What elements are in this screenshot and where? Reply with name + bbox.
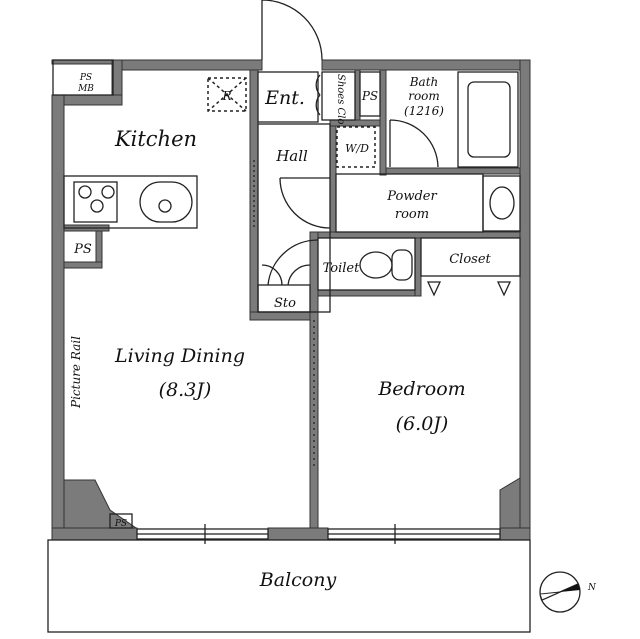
label-living-dining: Living Dining: [114, 345, 245, 367]
label-powder-2: room: [395, 207, 429, 222]
sink-icon: [139, 181, 193, 223]
label-living-size: (8.3J): [159, 379, 212, 401]
compass-icon: N: [539, 571, 597, 613]
label-bath-1: Bath: [409, 75, 439, 89]
compass-north-label: N: [587, 583, 597, 593]
bath-door: [389, 119, 439, 168]
doors: [253, 0, 439, 470]
label-washer: W/D: [345, 142, 369, 155]
label-balcony: Balcony: [259, 569, 337, 591]
label-closet: Closet: [449, 252, 491, 267]
toilet-icon: [359, 251, 393, 279]
stove-icon: [73, 181, 118, 223]
label-ps-mb-1: PS: [79, 73, 92, 83]
label-kitchen: Kitchen: [114, 127, 197, 151]
label-storage: Sto: [274, 296, 296, 311]
label-bath-3: (1216): [404, 104, 444, 118]
label-ps-mb-2: MB: [77, 84, 94, 94]
label-toilet: Toilet: [323, 261, 360, 276]
label-bath-2: room: [408, 89, 440, 103]
label-ps-top: PS: [361, 89, 378, 103]
balcony-area: [47, 539, 531, 633]
label-picture-rail: Picture Rail: [69, 336, 83, 409]
entrance-door: [261, 0, 323, 61]
fixtures: [52, 59, 521, 313]
refrigerator-space: [207, 77, 247, 112]
label-hall: Hall: [275, 147, 308, 165]
windows: [47, 513, 531, 633]
label-ps-bottom: PS: [114, 519, 127, 529]
label-bedroom: Bedroom: [377, 378, 465, 400]
washbasin-icon: [489, 186, 515, 220]
label-ps-kitchen: PS: [73, 242, 92, 257]
room-labels: Kitchen Ent. Shoes Clo PS Bath room (121…: [69, 73, 492, 591]
label-entrance: Ent.: [264, 87, 305, 109]
washer-space: [336, 126, 376, 168]
label-bedroom-size: (6.0J): [396, 413, 449, 435]
label-powder-1: Powder: [386, 189, 437, 204]
label-refrigerator: R: [221, 89, 231, 103]
label-shoes-closet: Shoes Clo: [335, 74, 346, 124]
bathtub-icon: [467, 81, 511, 158]
